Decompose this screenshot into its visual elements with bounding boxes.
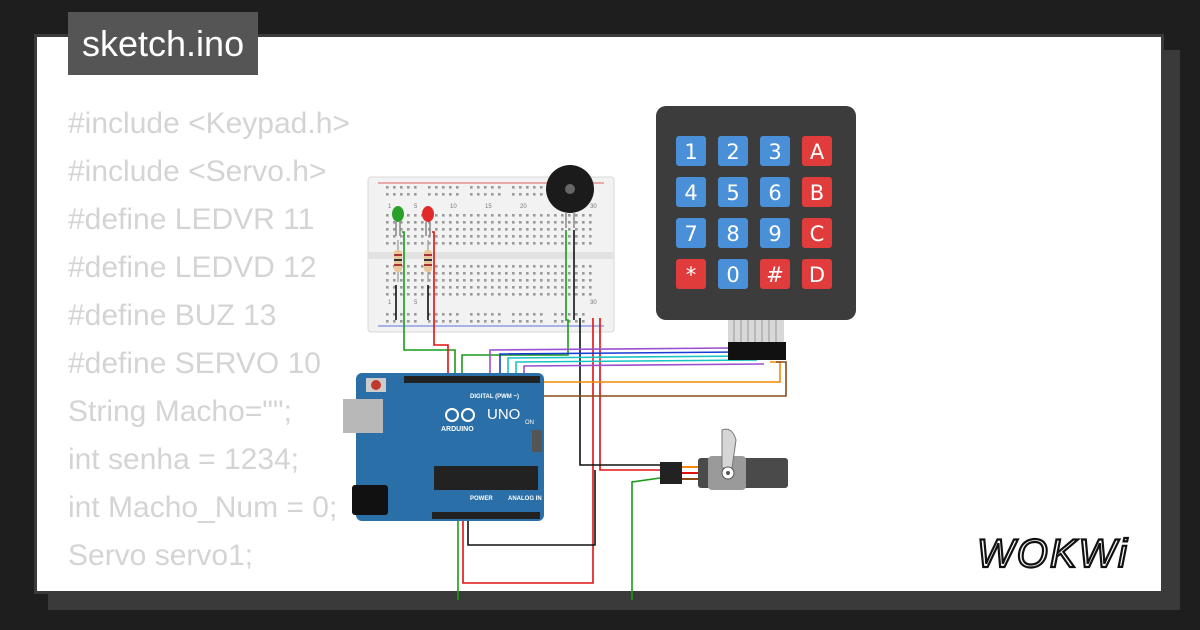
code-line: #define SERVO 10 bbox=[68, 347, 321, 380]
keypad-key-label: 9 bbox=[768, 222, 781, 246]
led-green[interactable] bbox=[392, 206, 404, 236]
keypad-key-label: 2 bbox=[726, 140, 739, 164]
keypad[interactable]: 1 2 3 A 4 5 6 B 7 8 9 C * 0 # D bbox=[656, 106, 856, 360]
digital-label: DIGITAL (PWM ~) bbox=[470, 394, 519, 400]
keypad-connector bbox=[728, 342, 786, 360]
arduino-infinity-logo bbox=[445, 408, 475, 422]
keypad-key-label: 6 bbox=[768, 181, 781, 205]
keypad-key-label: C bbox=[810, 222, 825, 246]
power-jack bbox=[352, 485, 388, 515]
bb-col-label: 1 bbox=[388, 300, 392, 306]
code-line: #define LEDVR 11 bbox=[68, 203, 315, 236]
power-label: POWER bbox=[470, 496, 493, 502]
servo[interactable] bbox=[660, 428, 788, 490]
code-line: Servo servo1; bbox=[68, 539, 254, 572]
analog-label: ANALOG IN bbox=[508, 496, 542, 502]
code-preview: #include <Keypad.h> #include <Servo.h> #de… bbox=[68, 100, 350, 580]
resistor-1[interactable] bbox=[394, 240, 402, 282]
keypad-key[interactable]: 8 bbox=[718, 218, 748, 248]
keypad-key-label: * bbox=[686, 263, 697, 287]
bb-col-label: 1 bbox=[388, 204, 392, 210]
power-header bbox=[432, 512, 540, 519]
keypad-key[interactable]: 2 bbox=[718, 136, 748, 166]
keypad-key[interactable]: B bbox=[802, 177, 832, 207]
keypad-key[interactable]: A bbox=[802, 136, 832, 166]
arduino-uno[interactable]: DIGITAL (PWM ~) UNO ARDUINO POWER ANALOG… bbox=[343, 373, 544, 521]
file-tab[interactable]: sketch.ino bbox=[68, 12, 259, 75]
uno-label: UNO bbox=[487, 406, 520, 423]
keypad-key[interactable]: 3 bbox=[760, 136, 790, 166]
keypad-key[interactable]: D bbox=[802, 259, 832, 289]
keypad-key[interactable]: * bbox=[676, 259, 706, 289]
code-line: int Macho_Num = 0; bbox=[68, 491, 338, 524]
keypad-key-label: 7 bbox=[684, 222, 697, 246]
bb-col-label: 30 bbox=[590, 300, 597, 306]
keypad-key[interactable]: 9 bbox=[760, 218, 790, 248]
keypad-key-label: 4 bbox=[684, 181, 697, 205]
bb-col-label: 10 bbox=[450, 204, 457, 210]
keypad-key-label: D bbox=[809, 263, 825, 287]
keypad-key-label: 0 bbox=[726, 263, 739, 287]
servo-connector bbox=[660, 462, 682, 484]
keypad-key[interactable]: C bbox=[802, 218, 832, 248]
keypad-key[interactable]: # bbox=[760, 259, 790, 289]
keypad-key-label: B bbox=[810, 181, 824, 205]
keypad-key-label: 1 bbox=[684, 140, 697, 164]
code-line: #define LEDVD 12 bbox=[68, 251, 317, 284]
code-line: String Macho=""; bbox=[68, 395, 292, 428]
code-line: #include <Keypad.h> bbox=[68, 107, 350, 140]
keypad-key[interactable]: 1 bbox=[676, 136, 706, 166]
keypad-key[interactable]: 4 bbox=[676, 177, 706, 207]
buzzer[interactable] bbox=[546, 165, 594, 228]
bb-col-label: 15 bbox=[485, 204, 492, 210]
keypad-key[interactable]: 0 bbox=[718, 259, 748, 289]
arduino-label: ARDUINO bbox=[441, 426, 474, 433]
wokwi-logo: WOKWi bbox=[976, 531, 1129, 577]
keypad-key[interactable]: 7 bbox=[676, 218, 706, 248]
bb-col-label: 5 bbox=[414, 204, 418, 210]
bb-col-label: 5 bbox=[414, 300, 418, 306]
reset-button bbox=[371, 380, 381, 390]
keypad-key-label: 5 bbox=[726, 181, 739, 205]
keypad-key-label: # bbox=[766, 263, 784, 287]
on-label: ON bbox=[525, 420, 534, 426]
atmega-chip bbox=[434, 466, 538, 490]
digital-header bbox=[404, 376, 540, 383]
code-line: #include <Servo.h> bbox=[68, 155, 327, 188]
keypad-key[interactable]: 6 bbox=[760, 177, 790, 207]
keypad-key-label: 3 bbox=[768, 140, 781, 164]
code-line: int senha = 1234; bbox=[68, 443, 300, 476]
keypad-key-label: 8 bbox=[726, 222, 739, 246]
bb-col-label: 30 bbox=[590, 204, 597, 210]
usb-port bbox=[343, 399, 383, 433]
keypad-key[interactable]: 5 bbox=[718, 177, 748, 207]
bb-col-label: 20 bbox=[520, 204, 527, 210]
resistor-2[interactable] bbox=[424, 240, 432, 282]
led-red[interactable] bbox=[422, 206, 434, 236]
code-line: #define BUZ 13 bbox=[68, 299, 277, 332]
wokwi-logo-text: WOKWi bbox=[977, 532, 1129, 576]
keypad-key-label: A bbox=[810, 140, 825, 164]
